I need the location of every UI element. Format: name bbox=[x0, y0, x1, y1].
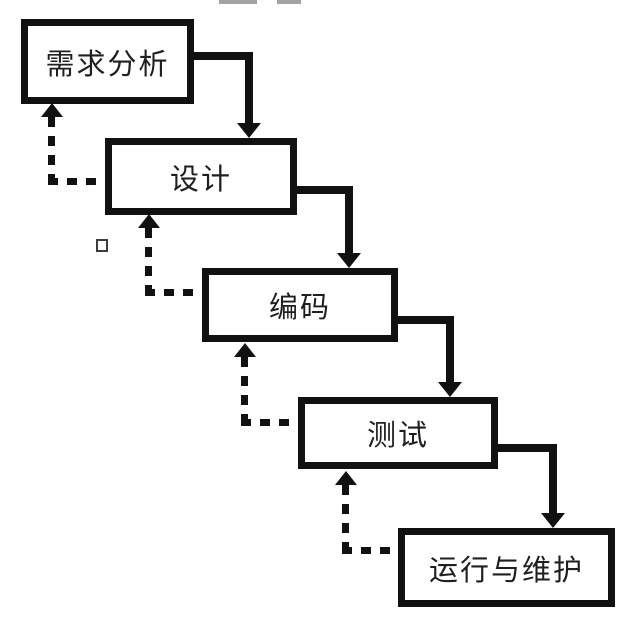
arrowhead-down-icon bbox=[237, 123, 261, 138]
arrow-vertical-segment bbox=[245, 52, 253, 123]
arrowhead-up-icon bbox=[234, 343, 256, 357]
arrowhead-up-icon bbox=[41, 103, 63, 117]
feedback-vertical-segment bbox=[48, 117, 55, 185]
arrow-horizontal-segment bbox=[397, 316, 454, 324]
cropped-text-artifact-left bbox=[219, 0, 257, 4]
feedback-vertical-segment bbox=[241, 357, 248, 426]
stage-box-testing: 测试 bbox=[298, 397, 498, 469]
stage-label-design: 设计 bbox=[169, 163, 232, 196]
arrowhead-up-icon bbox=[335, 471, 357, 485]
feedback-horizontal-segment bbox=[48, 178, 105, 185]
arrow-vertical-segment bbox=[345, 186, 353, 253]
arrow-vertical-segment bbox=[446, 316, 454, 382]
feedback-horizontal-segment bbox=[342, 547, 398, 554]
stage-box-design: 设计 bbox=[105, 138, 297, 215]
arrow-horizontal-segment bbox=[193, 52, 253, 60]
arrowhead-down-icon bbox=[541, 513, 565, 528]
stage-label-requirements: 需求分析 bbox=[45, 48, 170, 81]
stage-label-testing: 测试 bbox=[366, 420, 429, 452]
stage-box-requirements: 需求分析 bbox=[21, 19, 194, 104]
stage-label-maintenance: 运行与维护 bbox=[428, 554, 584, 587]
stage-label-coding: 编码 bbox=[268, 292, 331, 324]
arrow-horizontal-segment bbox=[497, 444, 557, 452]
feedback-horizontal-segment bbox=[145, 289, 202, 296]
stage-box-coding: 编码 bbox=[202, 268, 398, 342]
small-square-artifact bbox=[96, 239, 108, 252]
feedback-vertical-segment bbox=[145, 228, 152, 296]
arrow-vertical-segment bbox=[549, 444, 557, 513]
feedback-vertical-segment bbox=[342, 485, 349, 554]
feedback-horizontal-segment bbox=[241, 419, 300, 426]
stage-box-maintenance: 运行与维护 bbox=[398, 528, 615, 607]
cropped-text-artifact-right bbox=[277, 0, 301, 4]
arrowhead-down-icon bbox=[337, 253, 361, 268]
arrowhead-down-icon bbox=[438, 382, 462, 397]
arrow-horizontal-segment bbox=[296, 186, 353, 194]
arrowhead-up-icon bbox=[138, 214, 160, 228]
